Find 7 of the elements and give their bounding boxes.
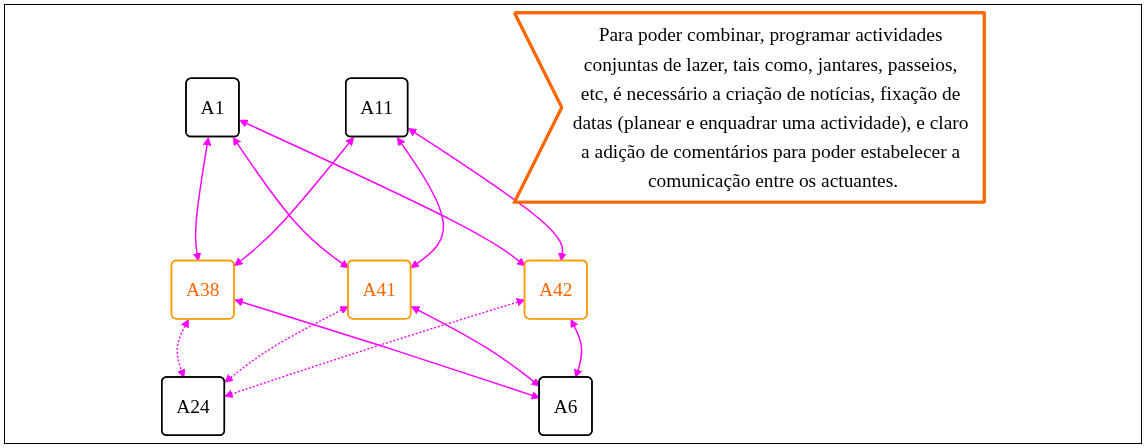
arrow xyxy=(411,306,540,387)
arrow xyxy=(239,119,526,267)
arrow xyxy=(192,137,212,262)
arrow xyxy=(408,128,567,262)
arrow xyxy=(176,319,189,378)
arrow xyxy=(396,137,445,269)
arrow xyxy=(570,319,583,378)
